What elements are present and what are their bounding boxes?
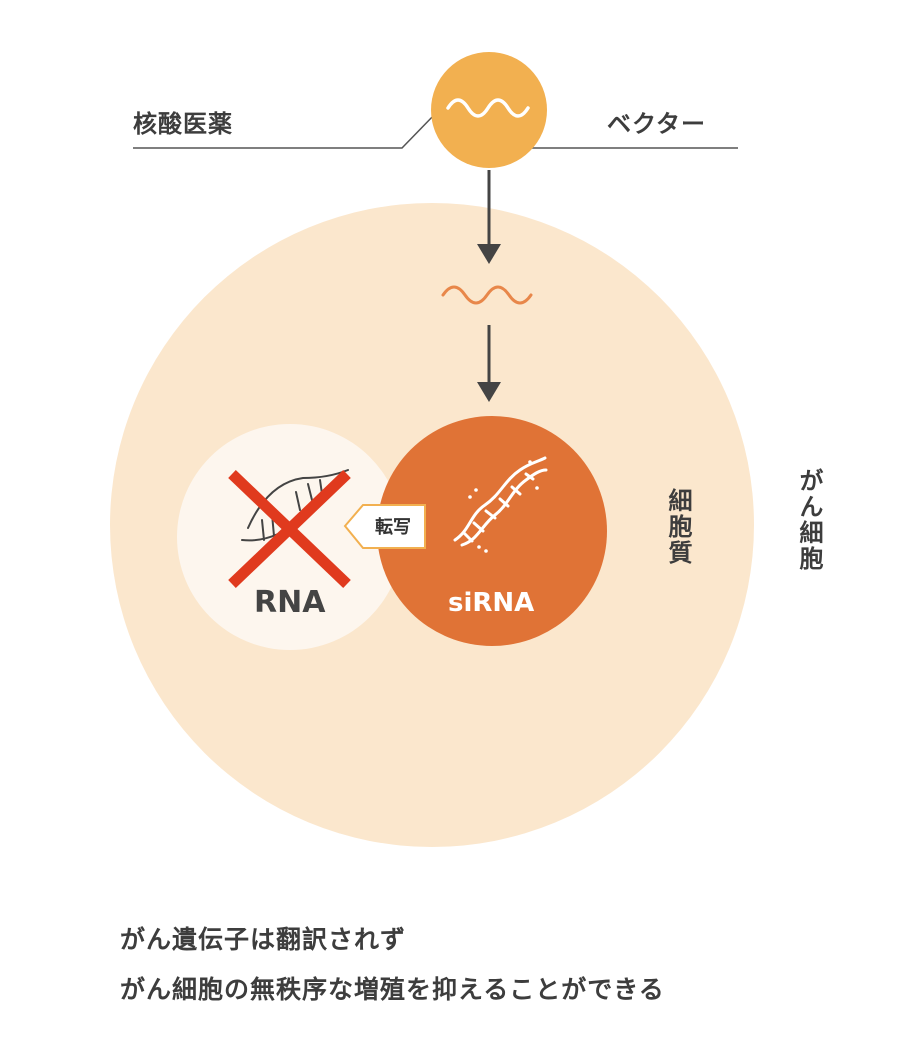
nucleic-acid-leader-line [133, 112, 437, 149]
cytoplasm-label: 細胞質 [664, 488, 692, 566]
cancer-cell-label: がん細胞 [795, 468, 823, 572]
sirna-label: siRNA [448, 588, 535, 618]
cross-mark-icon [228, 470, 351, 588]
caption-line-2: がん細胞の無秩序な増殖を抑えることができる [120, 975, 665, 1004]
dna-helix-icon [453, 456, 548, 553]
transcription-label: 転写 [375, 517, 411, 538]
transcription-tag-shape [343, 504, 426, 549]
nucleic-acid-drug-label: 核酸医薬 [133, 110, 233, 138]
arrow-2-head [477, 382, 501, 402]
caption-line-1: がん遺伝子は翻訳されず [120, 925, 407, 954]
released-rna-wave-icon [441, 285, 533, 305]
sirna-circle [377, 416, 607, 646]
vector-circle [431, 52, 547, 168]
vector-wave-icon [446, 98, 530, 118]
vector-label: ベクター [607, 110, 707, 138]
arrow-1-head [477, 244, 501, 264]
rna-label: RNA [254, 585, 326, 620]
